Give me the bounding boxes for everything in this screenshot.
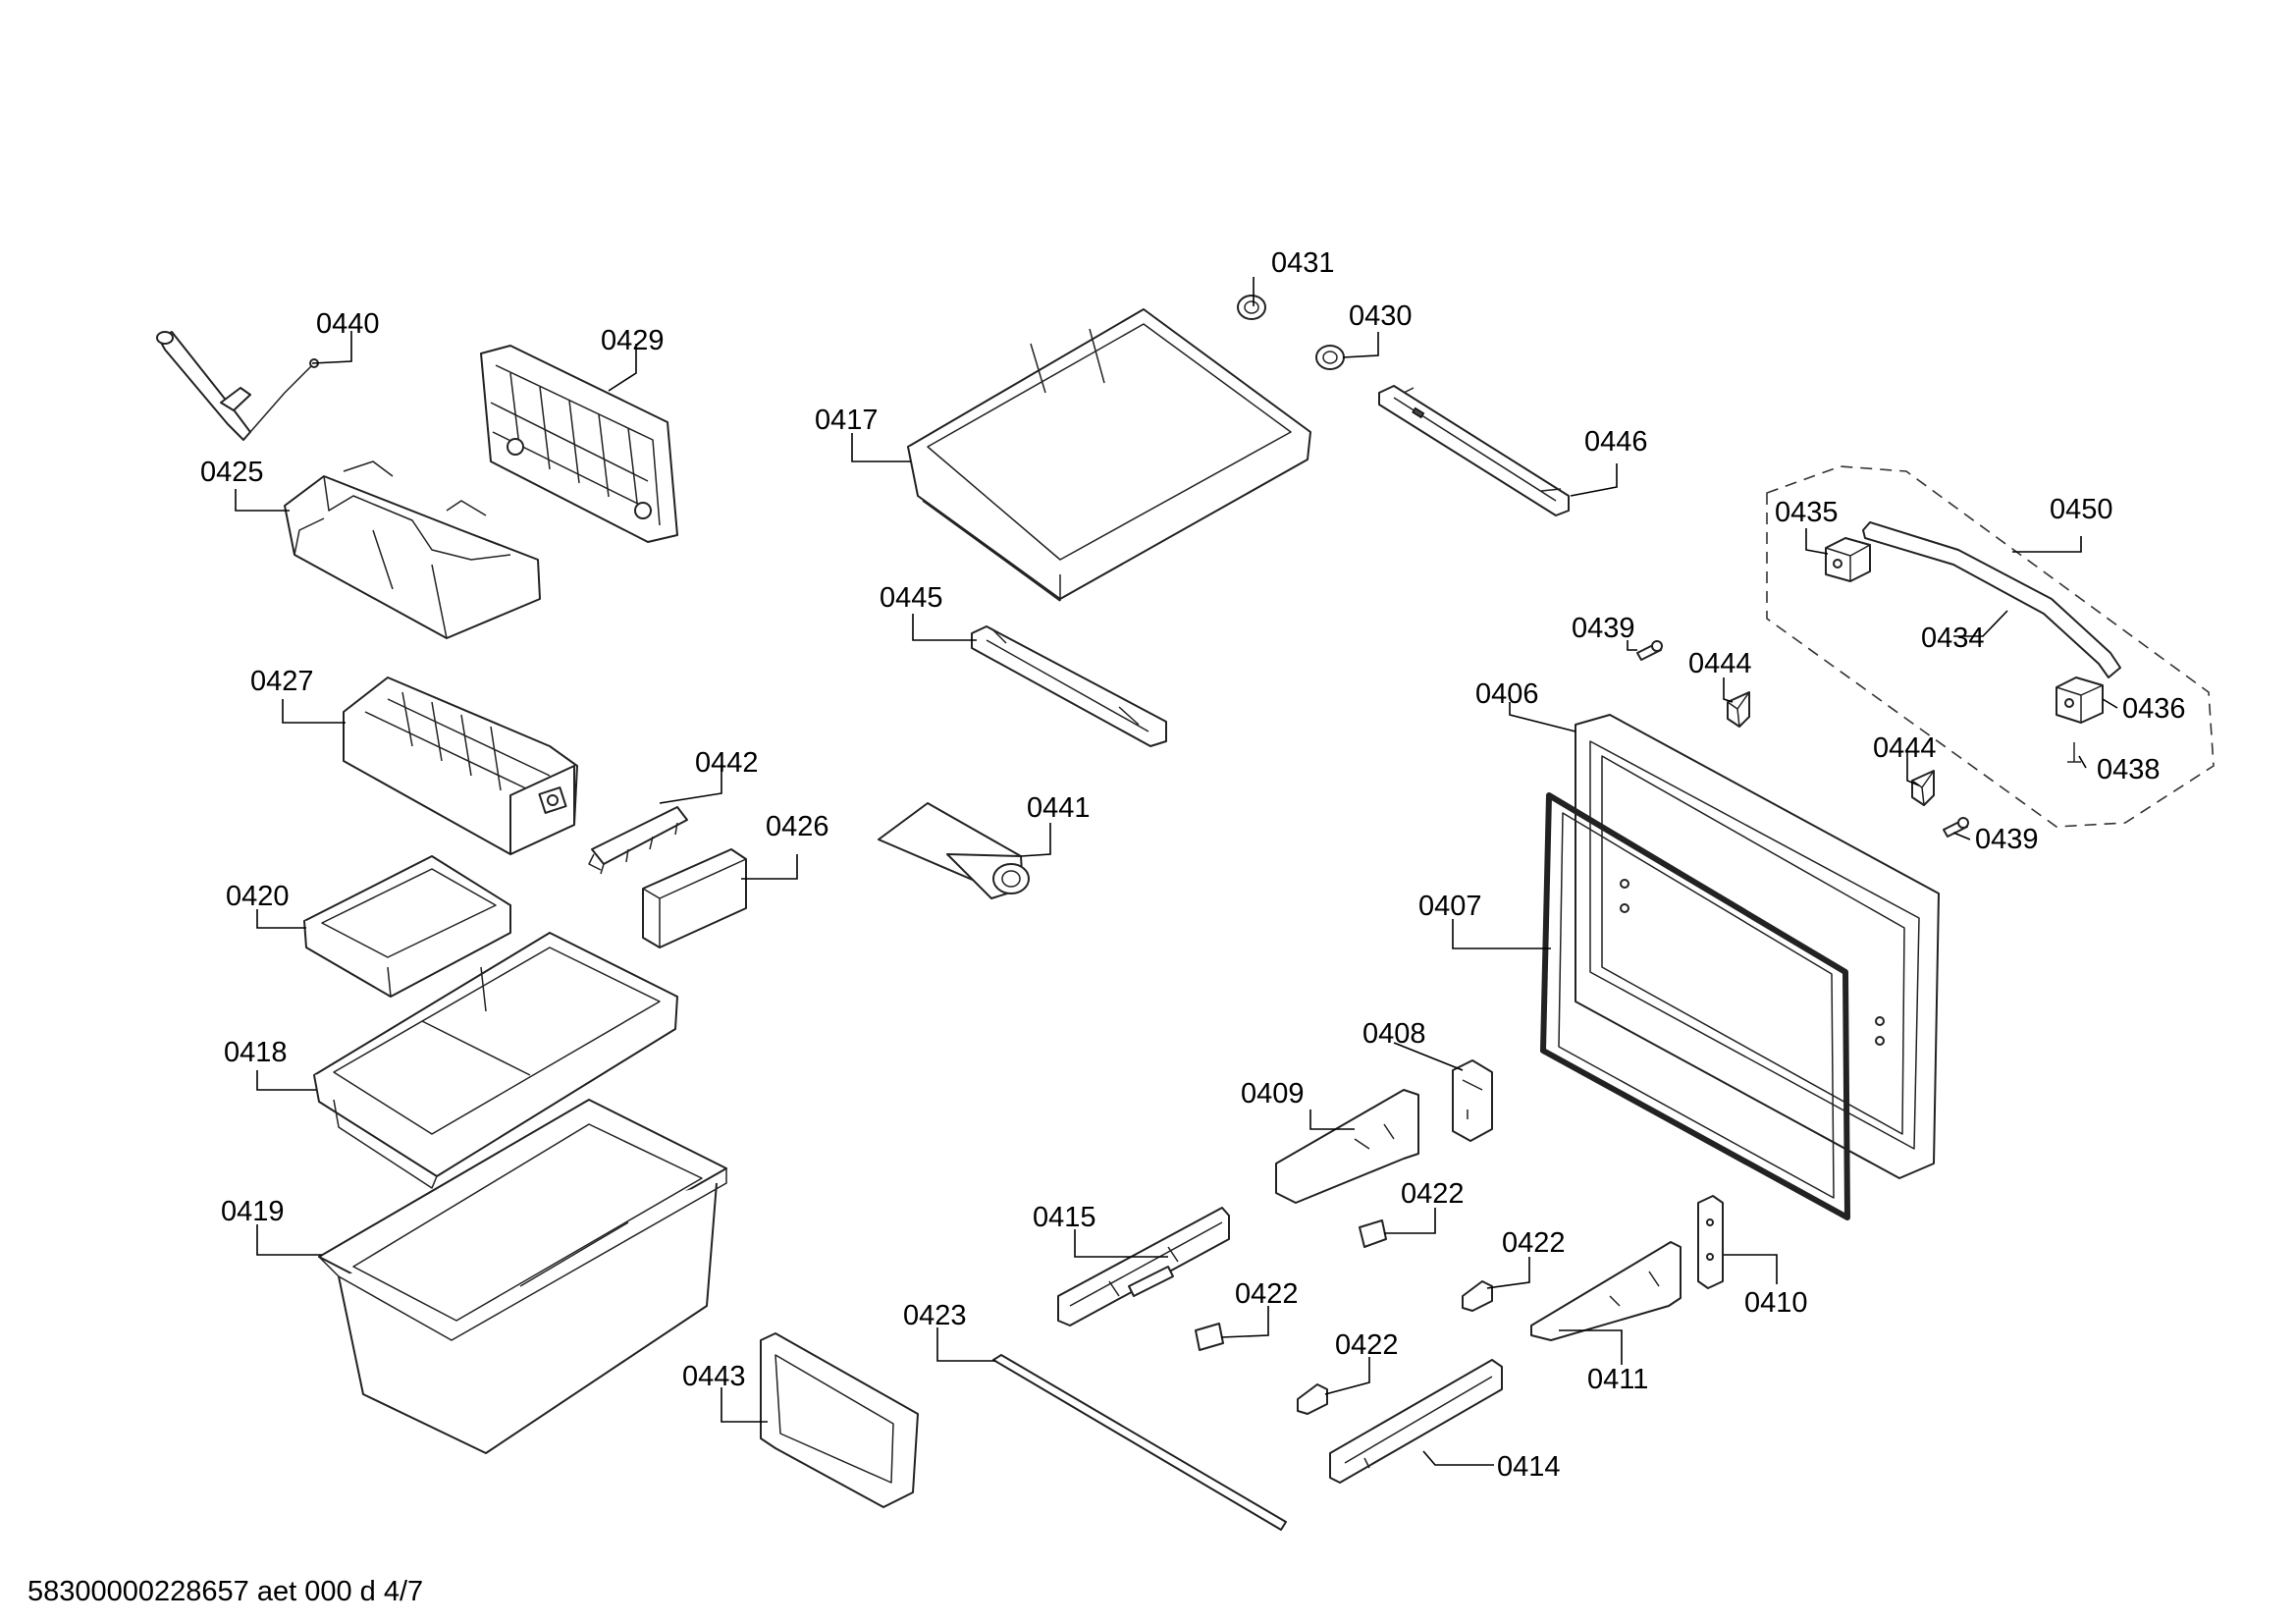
part-0415-slide — [1057, 1207, 1230, 1326]
part-0420-small-tray — [303, 855, 511, 998]
label-0422-a[interactable]: 0422 — [1401, 1178, 1465, 1210]
label-0407[interactable]: 0407 — [1418, 891, 1482, 922]
label-0445[interactable]: 0445 — [880, 582, 943, 614]
label-0410[interactable]: 0410 — [1744, 1287, 1808, 1319]
part-0440-fill-tube — [156, 331, 319, 441]
part-0430-roller — [1315, 345, 1345, 370]
label-0429[interactable]: 0429 — [601, 325, 665, 356]
part-0444-clip-a — [1727, 691, 1750, 728]
label-0422-d[interactable]: 0422 — [1335, 1329, 1399, 1361]
label-0425[interactable]: 0425 — [200, 457, 264, 488]
label-0434[interactable]: 0434 — [1921, 623, 1985, 654]
part-0407-gasket — [1540, 792, 1850, 1220]
label-0422-b[interactable]: 0422 — [1502, 1227, 1566, 1259]
part-0422-clip-a — [1359, 1219, 1387, 1248]
part-labels: 0440 0429 0425 0427 0442 0426 0420 0418 … — [200, 247, 2186, 1483]
label-0444-a[interactable]: 0444 — [1688, 648, 1752, 679]
label-0408[interactable]: 0408 — [1362, 1018, 1426, 1050]
part-0422-clip-d — [1297, 1383, 1328, 1415]
part-0409-bracket — [1275, 1089, 1419, 1204]
label-0438[interactable]: 0438 — [2097, 754, 2161, 785]
label-0406[interactable]: 0406 — [1475, 678, 1539, 710]
part-0422-clip-c — [1195, 1323, 1224, 1351]
part-0438-screw — [2067, 742, 2081, 763]
part-0419-bin — [318, 1099, 727, 1454]
part-0418-drawer — [313, 932, 678, 1189]
label-0450[interactable]: 0450 — [2050, 494, 2113, 525]
label-0442[interactable]: 0442 — [695, 747, 759, 779]
label-0417[interactable]: 0417 — [815, 405, 879, 436]
part-0422-clip-b — [1462, 1280, 1493, 1312]
part-0426-cover — [642, 848, 747, 948]
label-0414[interactable]: 0414 — [1497, 1451, 1561, 1483]
part-0434-handle — [1862, 521, 2121, 678]
label-0409[interactable]: 0409 — [1241, 1078, 1305, 1110]
part-0408-bracket — [1452, 1059, 1493, 1142]
label-0427[interactable]: 0427 — [250, 666, 314, 697]
label-0436[interactable]: 0436 — [2122, 693, 2186, 725]
part-0435-block — [1825, 537, 1871, 582]
part-0429-frame — [480, 345, 678, 543]
label-0426[interactable]: 0426 — [766, 811, 829, 842]
part-0417-freezer-drawer — [907, 308, 1311, 602]
part-0436-block — [2056, 677, 2104, 724]
part-0423-rod — [992, 1354, 1287, 1531]
document-id: 58300000228657 aet 000 d 4/7 — [27, 1576, 423, 1607]
leader-lines — [235, 277, 2118, 1466]
label-0415[interactable]: 0415 — [1033, 1202, 1096, 1233]
part-0445-rail — [971, 625, 1167, 747]
label-0443[interactable]: 0443 — [682, 1361, 746, 1392]
kit-0450-boundary — [1766, 465, 2215, 828]
label-0435[interactable]: 0435 — [1775, 497, 1839, 528]
label-0431[interactable]: 0431 — [1271, 247, 1335, 279]
label-0430[interactable]: 0430 — [1349, 300, 1413, 332]
label-0418[interactable]: 0418 — [224, 1037, 288, 1068]
part-0411-bracket — [1530, 1241, 1682, 1341]
label-0444-b[interactable]: 0444 — [1873, 732, 1937, 764]
part-0427-ice-tray — [343, 677, 578, 855]
part-0410-hinge — [1697, 1195, 1724, 1289]
label-0419[interactable]: 0419 — [221, 1196, 285, 1227]
part-0431-roller — [1237, 295, 1266, 320]
label-0440[interactable]: 0440 — [316, 308, 380, 340]
part-0406-door — [1575, 714, 1940, 1179]
part-0441-cover — [878, 802, 1030, 899]
label-0439-a[interactable]: 0439 — [1572, 613, 1635, 644]
label-0446[interactable]: 0446 — [1584, 426, 1648, 458]
label-0420[interactable]: 0420 — [226, 881, 290, 912]
part-0439-screw-a — [1636, 640, 1663, 661]
part-0446-rail — [1378, 385, 1570, 516]
part-0439-screw-b — [1943, 817, 1969, 838]
part-0444-clip-b — [1911, 770, 1935, 806]
label-0422-c[interactable]: 0422 — [1235, 1278, 1299, 1310]
label-0439-b[interactable]: 0439 — [1975, 824, 2039, 855]
part-0414-slide — [1329, 1359, 1503, 1484]
label-0423[interactable]: 0423 — [903, 1300, 967, 1331]
part-0425-housing — [284, 460, 541, 639]
label-0441[interactable]: 0441 — [1027, 792, 1091, 824]
part-0442-bracket — [588, 806, 688, 875]
part-0443-bracket — [760, 1332, 919, 1508]
label-0411[interactable]: 0411 — [1587, 1364, 1648, 1395]
